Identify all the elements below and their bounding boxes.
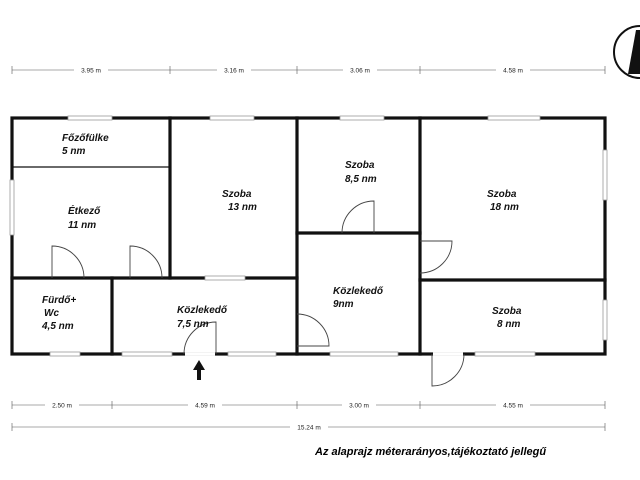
door-dining xyxy=(51,245,85,279)
window xyxy=(121,351,173,357)
room-name-hall-75: Közlekedő xyxy=(177,305,228,316)
dim-bottom-2: 4.59 m xyxy=(195,403,215,410)
room-name-room85: Szoba xyxy=(345,160,375,171)
dim-bottom-4: 4.55 m xyxy=(503,403,523,410)
room-area-hall-9: 9nm xyxy=(333,299,354,310)
room-area-dining: 11 nm xyxy=(68,220,96,231)
door-room85 xyxy=(341,200,375,234)
dim-top-2: 3.16 m xyxy=(224,68,244,75)
room-name-room18: Szoba xyxy=(487,189,517,200)
door-hall-9 xyxy=(296,313,330,347)
window xyxy=(487,115,541,121)
room-area-room13: 13 nm xyxy=(228,202,257,213)
room-area-bath: 4,5 nm xyxy=(41,321,74,332)
window xyxy=(204,275,246,281)
dim-total: 15.24 m xyxy=(297,425,321,432)
dim-top-3: 3.06 m xyxy=(350,68,370,75)
door-entrance xyxy=(183,321,217,355)
room-area-room8: 8 nm xyxy=(497,319,520,330)
door-dining-2 xyxy=(129,245,163,279)
disclaimer-note: Az alaprajz méterarányos,tájékoztató jel… xyxy=(315,446,547,458)
window xyxy=(474,351,536,357)
dim-top-1: 3.95 m xyxy=(81,68,101,75)
compass-icon xyxy=(606,22,640,82)
room-name-dining: Étkező xyxy=(68,204,101,217)
room-name-room13: Szoba xyxy=(222,189,252,200)
room-name-hall-9: Közlekedő xyxy=(333,286,384,297)
room-name-bath: Fürdő+ xyxy=(42,295,76,306)
window xyxy=(602,149,608,201)
window xyxy=(227,351,277,357)
window xyxy=(329,351,399,357)
room-area-room18: 18 nm xyxy=(490,202,519,213)
walls xyxy=(10,116,607,356)
window xyxy=(602,299,608,341)
window xyxy=(49,351,81,357)
outer-wall xyxy=(10,116,607,356)
room-area-hall-75: 7,5 nm xyxy=(177,319,209,330)
window xyxy=(339,115,385,121)
windows xyxy=(9,115,608,357)
dim-bottom-1: 2.50 m xyxy=(52,403,72,410)
doors xyxy=(51,200,465,387)
arrow-up-icon xyxy=(193,360,205,380)
room-labels: Főzőfülke 5 nm Étkező 11 nm Szoba 13 nm … xyxy=(41,133,522,332)
window xyxy=(67,115,113,121)
dimension-lines xyxy=(11,66,606,431)
window xyxy=(9,179,15,236)
dimension-labels: 3.95 m 3.16 m 3.06 m 4.58 m 2.50 m 4.59 … xyxy=(52,68,523,432)
room-name-room8: Szoba xyxy=(492,306,522,317)
room-name-kitchenette: Főzőfülke xyxy=(62,133,109,144)
room-name-bath-2: Wc xyxy=(44,308,59,319)
dimension-label-backgrounds xyxy=(45,65,530,432)
door-room18 xyxy=(419,240,453,274)
room-area-kitchenette: 5 nm xyxy=(62,146,85,157)
room-area-room85: 8,5 nm xyxy=(345,174,377,185)
door-room8-outside xyxy=(431,353,465,387)
dim-bottom-3: 3.00 m xyxy=(349,403,369,410)
window xyxy=(209,115,255,121)
dim-top-4: 4.58 m xyxy=(503,68,523,75)
